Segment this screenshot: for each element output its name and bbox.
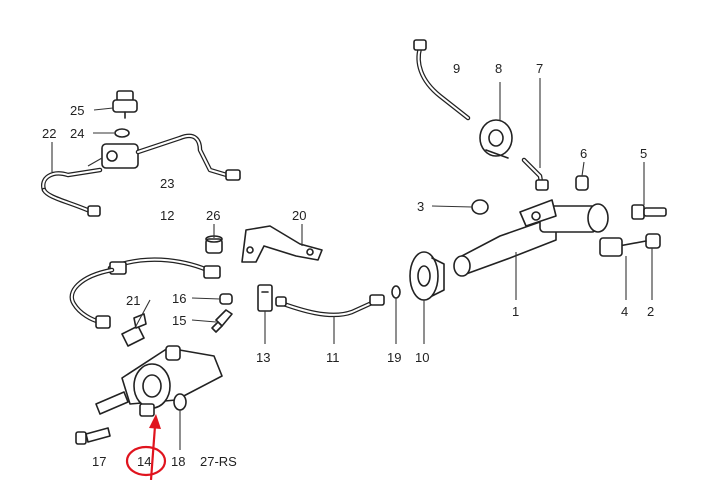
callout-11: 11	[326, 350, 340, 365]
part-bolt-2	[599, 233, 661, 257]
callout-26: 26	[206, 208, 220, 223]
leader-lines	[51, 78, 653, 450]
highlight-circle	[125, 445, 167, 477]
part-bolt-17	[75, 427, 111, 445]
callout-labels: 1 2 3 4 5 6 7 8 9 10 11 12 13 14 15 16 1…	[42, 61, 654, 469]
callout-20: 20	[292, 208, 306, 223]
part-bolt-5	[631, 204, 667, 220]
callout-8: 8	[495, 61, 502, 76]
part-clamp	[479, 119, 513, 159]
callout-24: 24	[70, 126, 84, 141]
callout-27: 27-RS	[200, 454, 237, 469]
part-nut-3	[471, 199, 489, 215]
callout-4: 4	[621, 304, 628, 319]
callout-10: 10	[415, 350, 429, 365]
part-ring-19	[391, 285, 401, 299]
highlight-arrow-head	[149, 414, 161, 429]
part-hose-12	[69, 257, 221, 329]
part-elbow-fitting	[521, 157, 549, 191]
part-bracket	[241, 225, 323, 263]
part-bleeder-screw	[211, 309, 233, 333]
callout-14: 14	[137, 454, 151, 469]
callout-19: 19	[387, 350, 401, 365]
callout-6: 6	[580, 146, 587, 161]
callout-9: 9	[453, 61, 460, 76]
callout-7: 7	[536, 61, 543, 76]
callout-16: 16	[172, 291, 186, 306]
part-boot	[409, 251, 445, 301]
part-bushing-6	[575, 175, 589, 191]
callout-21: 21	[126, 293, 140, 308]
part-master-cylinder	[453, 199, 609, 277]
callout-5: 5	[640, 146, 647, 161]
part-seal-ring	[114, 128, 130, 138]
callout-22: 22	[42, 126, 56, 141]
part-slave-cylinder	[95, 345, 223, 417]
part-bleeder-cap	[219, 293, 233, 305]
part-line-11	[275, 294, 385, 318]
callout-15: 15	[172, 313, 186, 328]
part-bushing	[205, 235, 223, 254]
highlight-marker	[125, 414, 167, 480]
callout-13: 13	[256, 350, 270, 365]
highlight-arrow-shaft	[149, 425, 157, 480]
callout-18: 18	[171, 454, 185, 469]
part-nut-18	[173, 393, 187, 411]
part-reservoir-hose	[413, 39, 471, 121]
callout-17: 17	[92, 454, 106, 469]
part-brake-line-23	[41, 133, 241, 217]
part-clip	[257, 284, 273, 312]
callout-1: 1	[512, 304, 519, 319]
callout-2: 2	[647, 304, 654, 319]
callout-25: 25	[70, 103, 84, 118]
callout-23: 23	[160, 176, 174, 191]
part-pressure-switch	[112, 90, 138, 119]
callout-3: 3	[417, 199, 424, 214]
part-fitting-21	[121, 313, 147, 347]
callout-12: 12	[160, 208, 174, 223]
